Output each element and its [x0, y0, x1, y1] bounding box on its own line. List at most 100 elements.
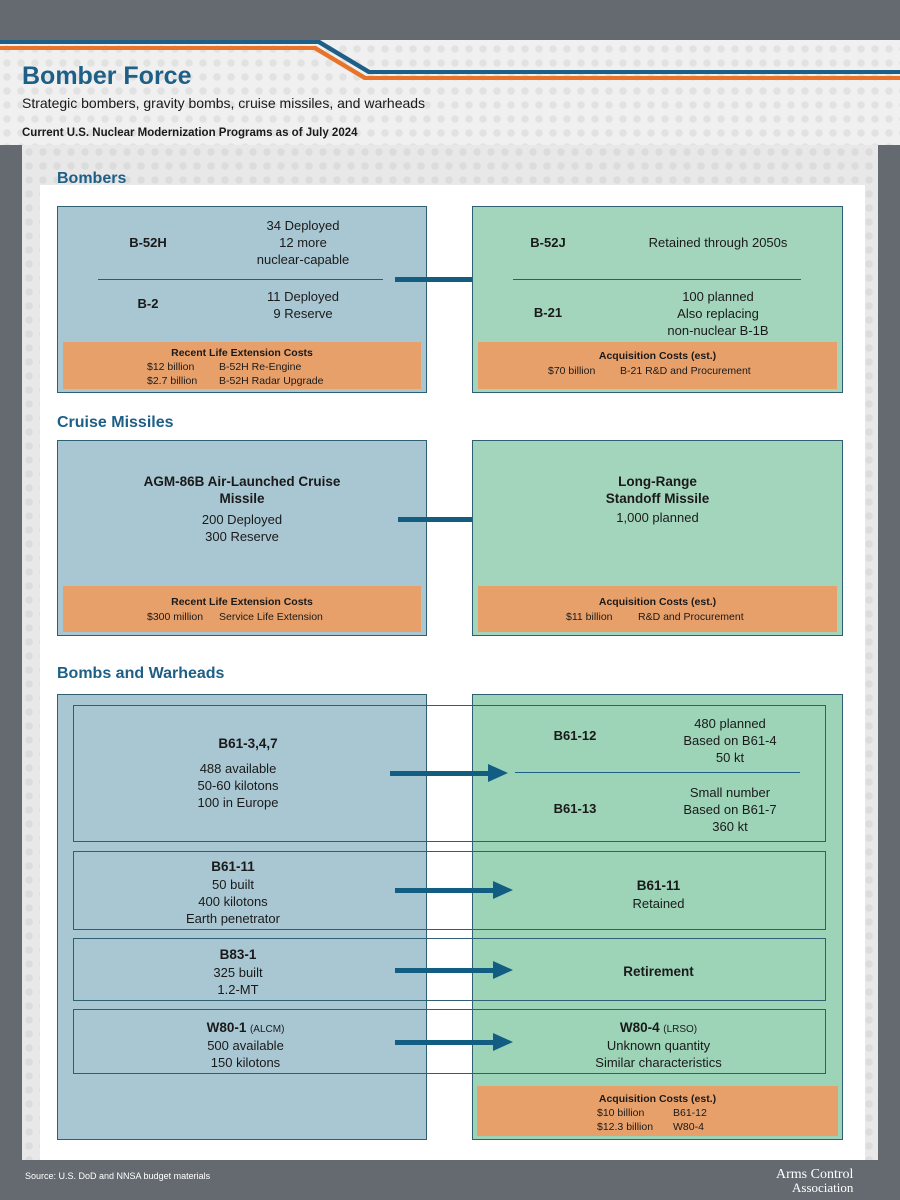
cruise-future-panel: Long-Range Standoff Missile 1,000 planne… [472, 440, 843, 636]
w80-1-line1: 500 available [207, 1038, 284, 1053]
b83-future-name: Retirement [623, 964, 694, 979]
cost-amount: $11 billion [566, 611, 613, 623]
header: Bomber Force Strategic bombers, gravity … [0, 0, 900, 145]
bombers-current-cost-bar: Recent Life Extension Costs $12 billion … [63, 342, 421, 389]
cost-item: Service Life Extension [219, 611, 323, 623]
cruise-current-cost-bar: Recent Life Extension Costs $300 million… [63, 586, 421, 632]
section-title-bombs-warheads: Bombs and Warheads [57, 665, 225, 682]
w80-1-name: W80-1 [206, 1020, 247, 1035]
cost-amount: $2.7 billion [147, 375, 198, 387]
b61-347-name: B61-3,4,7 [218, 736, 278, 751]
b61-12-line2: Based on B61-4 [683, 733, 777, 748]
bombs-current-panel [57, 694, 427, 1140]
cost-title: Recent Life Extension Costs [171, 347, 313, 359]
logo-line1: Arms Control [776, 1167, 854, 1182]
b83-arrow [395, 961, 515, 979]
b21-name: B-21 [533, 305, 563, 320]
agm86b-name-line2: Missile [219, 491, 265, 506]
w80-1-name-row: W80-1 (ALCM) [73, 1019, 418, 1038]
b2-line2: 9 Reserve [273, 306, 333, 321]
b61-12-line3: 50 kt [715, 750, 745, 765]
b61-row-box [73, 705, 826, 842]
w80-1-line2: 150 kilotons [210, 1055, 281, 1070]
page-subtitle: Strategic bombers, gravity bombs, cruise… [22, 95, 426, 111]
b2-name: B-2 [137, 296, 159, 311]
b61-11-current-line1: 50 built [212, 877, 254, 892]
lrso-line1: 1,000 planned [616, 510, 699, 525]
cost-amount: $12 billion [147, 361, 195, 373]
w80-arrow [395, 1033, 515, 1051]
b52j-name: B-52J [530, 235, 566, 250]
b83-current-line1: 325 built [213, 965, 263, 980]
b83-current-name: B83-1 [219, 947, 257, 962]
lrso-name-line1: Long-Range [618, 474, 697, 489]
logo-line2: Association [792, 1180, 854, 1195]
cruise-current-panel: AGM-86B Air-Launched Cruise Missile 200 … [57, 440, 427, 636]
w80-row-box [73, 1009, 826, 1074]
arms-control-association-logo: Arms Control Association [770, 1167, 854, 1195]
b61-11-current-line3: Earth penetrator [186, 911, 280, 926]
bombs-future-cost-bar: Acquisition Costs (est.) $10 billion B61… [477, 1086, 838, 1136]
b52h-line1: 34 Deployed [266, 218, 340, 233]
section-title-cruise-missiles: Cruise Missiles [57, 414, 174, 431]
bombers-future-divider [513, 279, 801, 280]
agm86b-name-line1: AGM-86B Air-Launched Cruise [143, 474, 341, 489]
b61-11-current-line2: 400 kilotons [198, 894, 268, 909]
page-title: Bomber Force [22, 62, 192, 90]
b61-future-divider [515, 772, 800, 773]
header-stripes [0, 40, 900, 80]
agm86b-line1: 200 Deployed [201, 512, 283, 527]
cruise-future-cost-bar: Acquisition Costs (est.) $11 billion R&D… [478, 586, 837, 632]
cost-item: B-52H Re-Engine [219, 361, 302, 373]
b61-347-line1: 488 available [199, 761, 277, 776]
b61-13-name: B61-13 [553, 801, 597, 816]
b61-11-arrow [395, 881, 515, 899]
b61-arrow [390, 764, 510, 782]
bombers-current-panel: B-52H 34 Deployed 12 more nuclear-capabl… [57, 206, 427, 393]
bombers-future-cost-bar: Acquisition Costs (est.) $70 billion B-2… [478, 342, 837, 389]
w80-4-tag: (LRSO) [663, 1024, 698, 1035]
b61-12-line1: 480 planned [694, 716, 766, 731]
cost-title: Acquisition Costs (est.) [598, 596, 717, 608]
cost-item: R&D and Procurement [638, 611, 744, 623]
cost-item: B-52H Radar Upgrade [219, 375, 324, 387]
b61-12-name: B61-12 [553, 728, 597, 743]
b61-13-line2: Based on B61-7 [683, 802, 777, 817]
b52h-name: B-52H [129, 235, 167, 250]
b52h-line3: nuclear-capable [256, 252, 350, 267]
bombers-current-divider [98, 279, 383, 280]
w80-4-line2: Similar characteristics [595, 1055, 722, 1070]
w80-1-tag: (ALCM) [249, 1024, 285, 1035]
cost-amount: $300 million [147, 611, 204, 623]
cost-title: Recent Life Extension Costs [171, 596, 313, 608]
b2-line1: 11 Deployed [266, 289, 340, 304]
agm86b-line2: 300 Reserve [205, 529, 279, 544]
b52j-line1: Retained through 2050s [648, 235, 788, 250]
b61-11-row-box [73, 851, 826, 930]
lrso-name-line2: Standoff Missile [605, 491, 710, 506]
bombers-future-panel: B-52J Retained through 2050s B-21 100 pl… [472, 206, 843, 393]
b61-11-current-name: B61-11 [211, 859, 255, 874]
cost-item: B-21 R&D and Procurement [620, 365, 751, 377]
b61-11-future-line1: Retained [632, 896, 685, 911]
cost-title: Acquisition Costs (est.) [598, 1093, 717, 1105]
cost-item: B61-12 [673, 1107, 707, 1119]
b21-line3: non-nuclear B-1B [667, 323, 769, 338]
cost-amount: $10 billion [597, 1107, 645, 1119]
b83-row-box [73, 938, 826, 1001]
b52h-line2: 12 more [279, 235, 327, 250]
cost-title: Acquisition Costs (est.) [598, 350, 717, 362]
header-top-band [0, 0, 900, 40]
w80-4-name-row: W80-4 (LRSO) [474, 1019, 843, 1038]
footer-source: Source: U.S. DoD and NNSA budget materia… [25, 1171, 211, 1181]
bombs-future-panel [472, 694, 843, 1140]
w80-4-name: W80-4 [619, 1020, 660, 1035]
cost-amount: $70 billion [548, 365, 596, 377]
b21-line1: 100 planned [682, 289, 754, 304]
cost-item: W80-4 [673, 1121, 704, 1133]
b61-347-line2: 50-60 kilotons [197, 778, 279, 793]
cost-amount: $12.3 billion [597, 1121, 654, 1133]
w80-4-line1: Unknown quantity [606, 1038, 711, 1053]
program-label: Current U.S. Nuclear Modernization Progr… [22, 127, 358, 139]
b61-13-line3: 360 kt [712, 819, 748, 834]
